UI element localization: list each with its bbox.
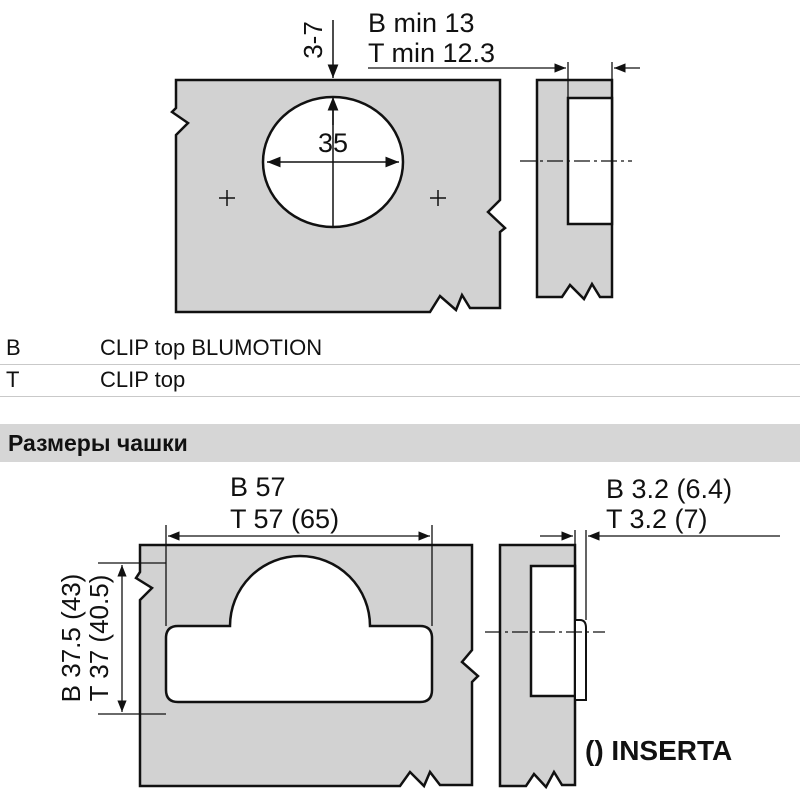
b-height-label: B 37.5 (43) bbox=[56, 574, 86, 703]
t-width-label: T 57 (65) bbox=[230, 504, 339, 534]
legend-row-t: T CLIP top bbox=[0, 364, 800, 397]
section-title: Размеры чашки bbox=[0, 424, 800, 462]
top-screw-mark-right bbox=[430, 190, 446, 206]
inserta-label: () INSERTA bbox=[585, 735, 733, 766]
bottom-cup-outline bbox=[164, 554, 434, 704]
b-min-label: B min 13 bbox=[368, 8, 475, 38]
legend-code: T bbox=[6, 367, 20, 392]
t-height-label: T 37 (40.5) bbox=[84, 575, 114, 702]
legend-code: B bbox=[6, 335, 21, 360]
cup-diameter-label: 35 bbox=[318, 128, 348, 158]
t-depth-label: T 3.2 (7) bbox=[606, 504, 708, 534]
legend-description: CLIP top BLUMOTION bbox=[100, 335, 323, 360]
top-screw-mark-left bbox=[219, 190, 235, 206]
t-min-label: T min 12.3 bbox=[368, 38, 495, 68]
b-width-label: B 57 bbox=[230, 472, 286, 502]
legend-description: CLIP top bbox=[100, 367, 186, 392]
drill-depth-label: 3-7 bbox=[298, 21, 328, 59]
b-depth-label: B 3.2 (6.4) bbox=[606, 474, 732, 504]
bottom-side-cup bbox=[529, 564, 577, 698]
bottom-side-flange bbox=[574, 619, 587, 701]
legend-row-b: B CLIP top BLUMOTION bbox=[0, 332, 800, 365]
